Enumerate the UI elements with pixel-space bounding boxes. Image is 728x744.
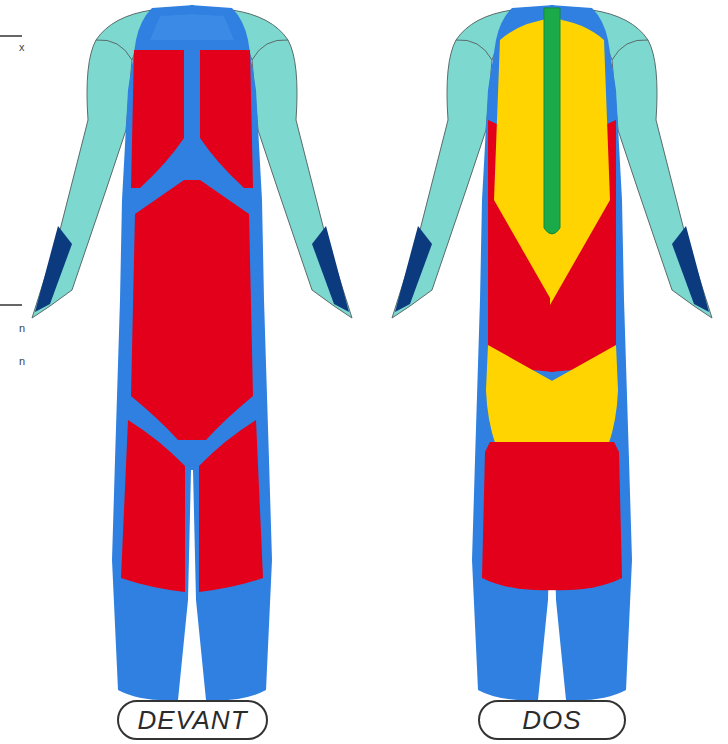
view-label-pill: DEVANT bbox=[117, 700, 268, 740]
cut-off-label: n bbox=[19, 355, 25, 367]
view-label-pill: DOS bbox=[478, 700, 626, 740]
cut-off-label: x bbox=[19, 41, 25, 53]
view-label: DEVANT bbox=[137, 705, 247, 736]
view-label: DOS bbox=[522, 705, 581, 736]
cut-off-label: n bbox=[19, 322, 25, 334]
